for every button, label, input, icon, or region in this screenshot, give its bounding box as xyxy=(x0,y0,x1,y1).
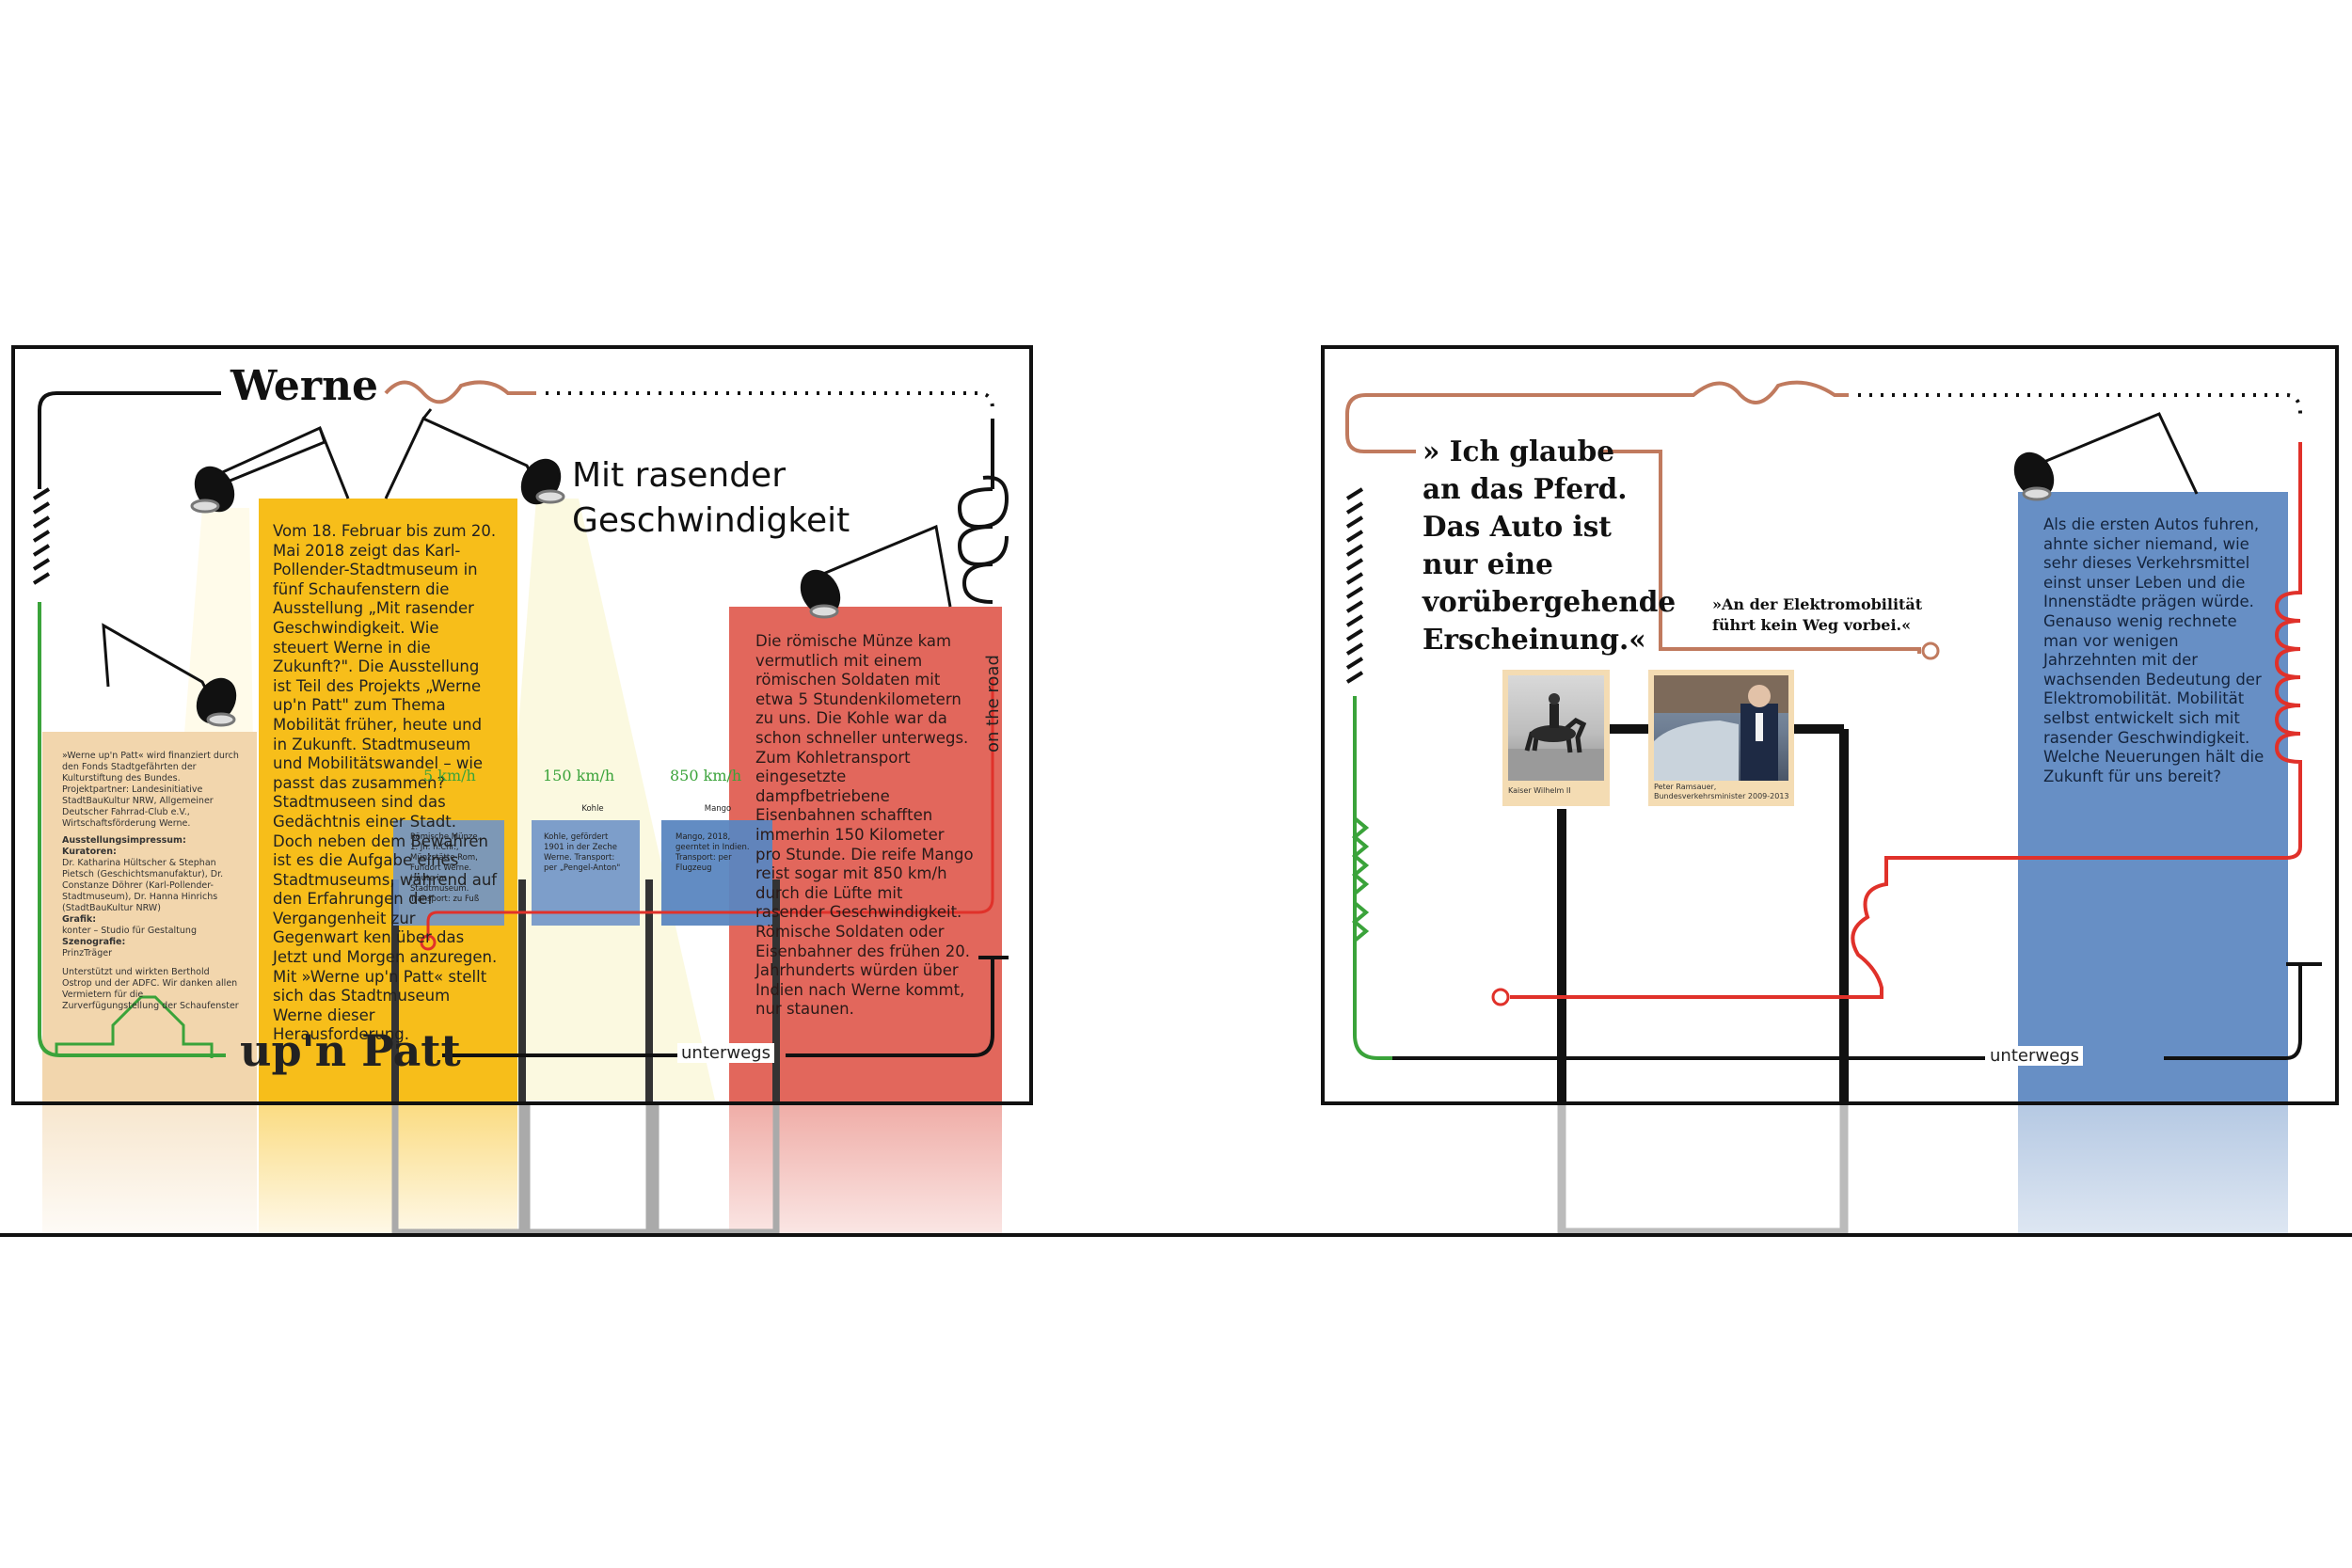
photo-caption-kaiser: Kaiser Wilhelm II xyxy=(1508,786,1571,795)
yellow-panel xyxy=(259,499,517,1103)
black-route-line-bottom xyxy=(2164,964,2302,1060)
vitrine-stands-reflection xyxy=(391,1103,780,1236)
credits-curators-heading: Kuratoren: xyxy=(62,847,117,857)
desk-lamp xyxy=(2013,412,2199,501)
right-frame xyxy=(1321,345,2339,1105)
house-outline xyxy=(55,995,214,1058)
loop-line xyxy=(957,475,1009,567)
dotted-line xyxy=(1858,393,2302,415)
zigzag-green xyxy=(1351,816,1370,942)
headline-line-1: Mit rasender xyxy=(572,456,787,495)
green-route-line xyxy=(1353,696,1392,1060)
desk-lamp xyxy=(384,408,565,505)
photo-ramsauer-with-car xyxy=(1654,675,1788,781)
quote-kaiser: » Ich glaube an das Pferd. Das Auto ist … xyxy=(1422,435,1677,656)
credits-graphic: konter – Studio für Gestaltung xyxy=(62,926,197,936)
vitrine-box xyxy=(532,820,640,926)
left-frame xyxy=(11,345,1033,1105)
hatch-marks xyxy=(1345,487,1364,684)
brown-route-line xyxy=(1345,380,1849,453)
vitrine-box xyxy=(393,820,504,926)
red-panel-text: Die römische Münze kam vermutlich mit ei… xyxy=(755,632,974,1019)
green-route-line xyxy=(38,602,226,1057)
credits-scenography-heading: Szenografie: xyxy=(62,937,126,947)
red-panel-reflection xyxy=(729,1103,1002,1235)
vertical-label-on-the-road: on the road xyxy=(983,655,1003,752)
brown-line-dot xyxy=(1921,641,1940,660)
brown-route-line xyxy=(1599,450,1921,654)
intro-text: Vom 18. Februar bis zum 20. Mai 2018 zei… xyxy=(273,522,498,1044)
vitrine-text-mango: Mango, 2018, geerntet in Indien. Transpo… xyxy=(675,832,750,873)
wood-panel xyxy=(42,732,257,1103)
credits-heading: Ausstellungsimpressum: xyxy=(62,835,186,846)
route-label-unterwegs-left: unterwegs xyxy=(677,1043,774,1063)
desk-lamp xyxy=(800,524,952,619)
credits-thanks: Unterstützt und wirkten Berthold Ostrop … xyxy=(62,967,239,1011)
photo-caption-ramsauer: Peter Ramsauer, Bundesverkehrsminister 2… xyxy=(1654,783,1789,800)
speed-label-coin: 5 km/h xyxy=(423,767,476,784)
credits-block: »Werne up'n Patt« wird finanziert durch … xyxy=(62,751,241,1012)
credits-graphic-heading: Grafik: xyxy=(62,914,97,925)
headline: Mit rasender Geschwindigkeit xyxy=(572,453,850,544)
vitrine-box xyxy=(661,820,772,926)
title-werne: Werne xyxy=(230,362,378,410)
quote-ramsauer: »An der Elektromobilität führt kein Weg … xyxy=(1712,595,1923,634)
red-route-line xyxy=(1510,442,2302,999)
desk-lamp xyxy=(190,425,350,514)
speed-label-coal: 150 km/h xyxy=(543,767,615,784)
black-route-line xyxy=(38,391,221,489)
vitrine-text-coal: Kohle, gefördert 1901 in der Zeche Werne… xyxy=(544,832,621,873)
photo-kaiser-on-horse xyxy=(1508,675,1604,781)
credits-scenography: PrinzTräger xyxy=(62,948,113,958)
wood-panel-reflection xyxy=(42,1103,257,1235)
headline-line-2: Geschwindigkeit xyxy=(572,501,850,540)
vitrine-title-coal: Kohle xyxy=(581,804,604,814)
blue-panel xyxy=(2018,492,2288,1103)
route-label-unterwegs-right: unterwegs xyxy=(1986,1046,2083,1066)
red-wire-dot xyxy=(420,934,437,951)
blue-panel-reflection xyxy=(2018,1103,2288,1235)
credits-curators: Dr. Katharina Hültscher & Stephan Pietsc… xyxy=(62,858,224,913)
desk-lamp xyxy=(102,623,237,727)
vitrine-title-mango: Mango xyxy=(704,804,732,814)
speed-label-mango: 850 km/h xyxy=(670,767,742,784)
hatch-marks xyxy=(32,487,51,585)
wiggle-brown-line xyxy=(384,380,536,404)
blue-panel-text: Als die ersten Autos fuhren, ahnte siche… xyxy=(2043,515,2265,785)
loop-line xyxy=(961,562,993,604)
photo-card-kaiser: Kaiser Wilhelm II xyxy=(1502,670,1610,806)
light-beam xyxy=(489,499,715,1101)
photo-stand-reflection xyxy=(1557,1103,1849,1237)
black-route-line-bottom xyxy=(786,958,994,1057)
dotted-line xyxy=(546,391,994,410)
red-wire xyxy=(426,677,994,941)
vitrine-text-coin: Römische Münze, 1. Jh. n.Chr., Münzstätt… xyxy=(410,832,481,904)
yellow-panel-reflection xyxy=(259,1103,517,1235)
title-up-n-patt: up'n Patt xyxy=(240,1025,461,1076)
photo-card-ramsauer: Peter Ramsauer, Bundesverkehrsminister 2… xyxy=(1648,670,1794,806)
credits-intro: »Werne up'n Patt« wird finanziert durch … xyxy=(62,751,239,829)
red-line-dot xyxy=(1491,988,1510,1006)
vitrine-stands xyxy=(391,879,780,1103)
